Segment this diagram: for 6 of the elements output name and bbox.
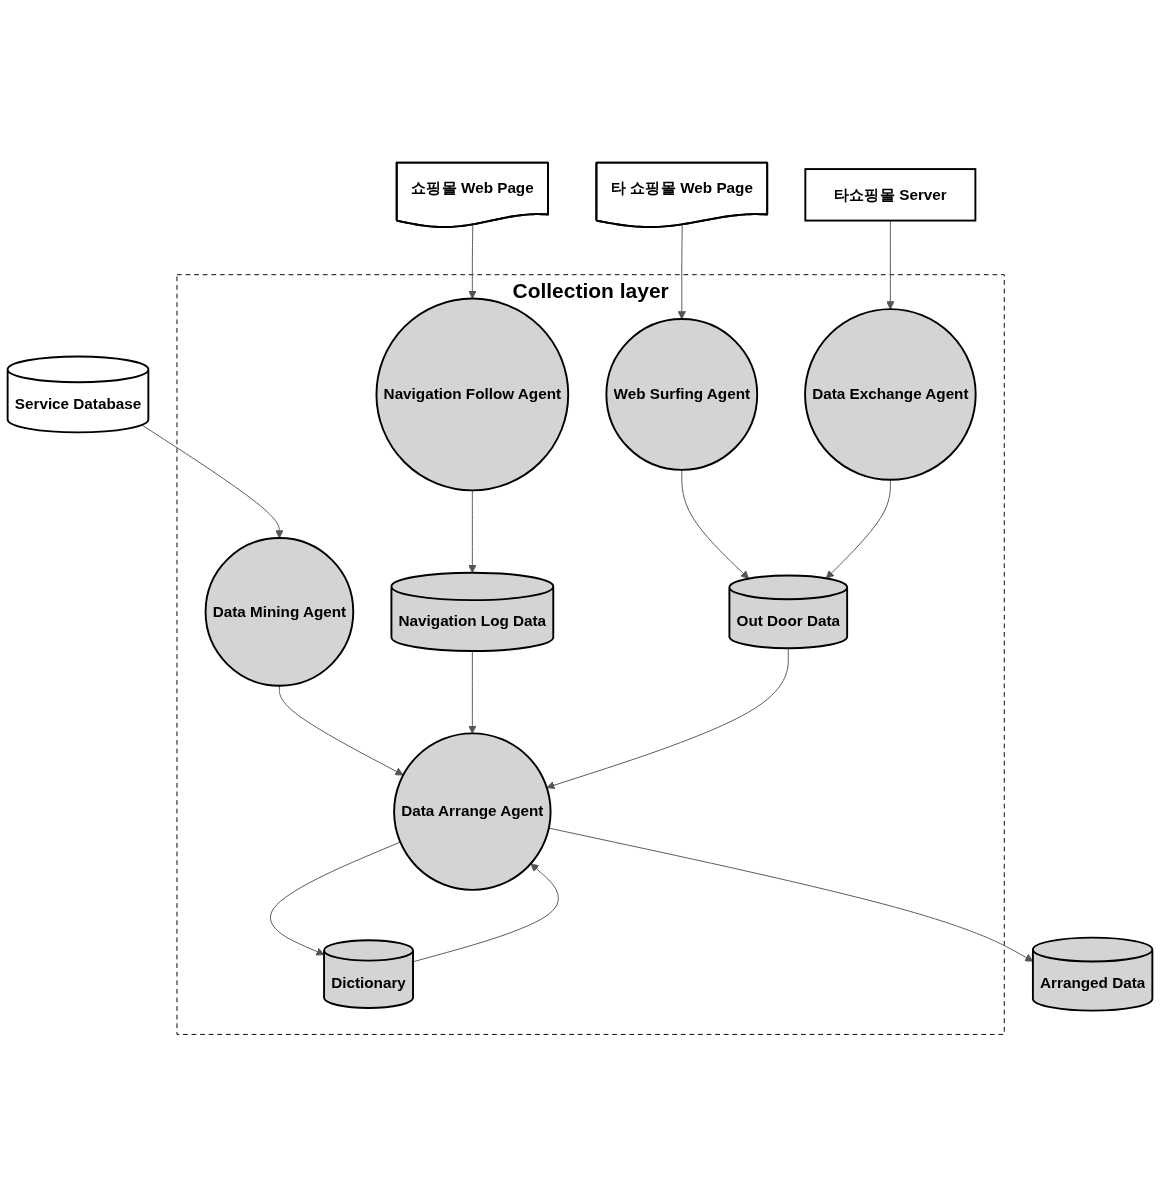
node-circle: Data Exchange Agent	[804, 308, 977, 482]
node-circle: Data Arrange Agent	[393, 732, 552, 892]
node-circle: Web Surfing Agent	[605, 318, 759, 472]
node-box: 타쇼핑몰 Server	[804, 168, 977, 222]
node-circle: Data Mining Agent	[204, 537, 355, 688]
node-circle: Navigation Follow Agent	[375, 298, 570, 492]
